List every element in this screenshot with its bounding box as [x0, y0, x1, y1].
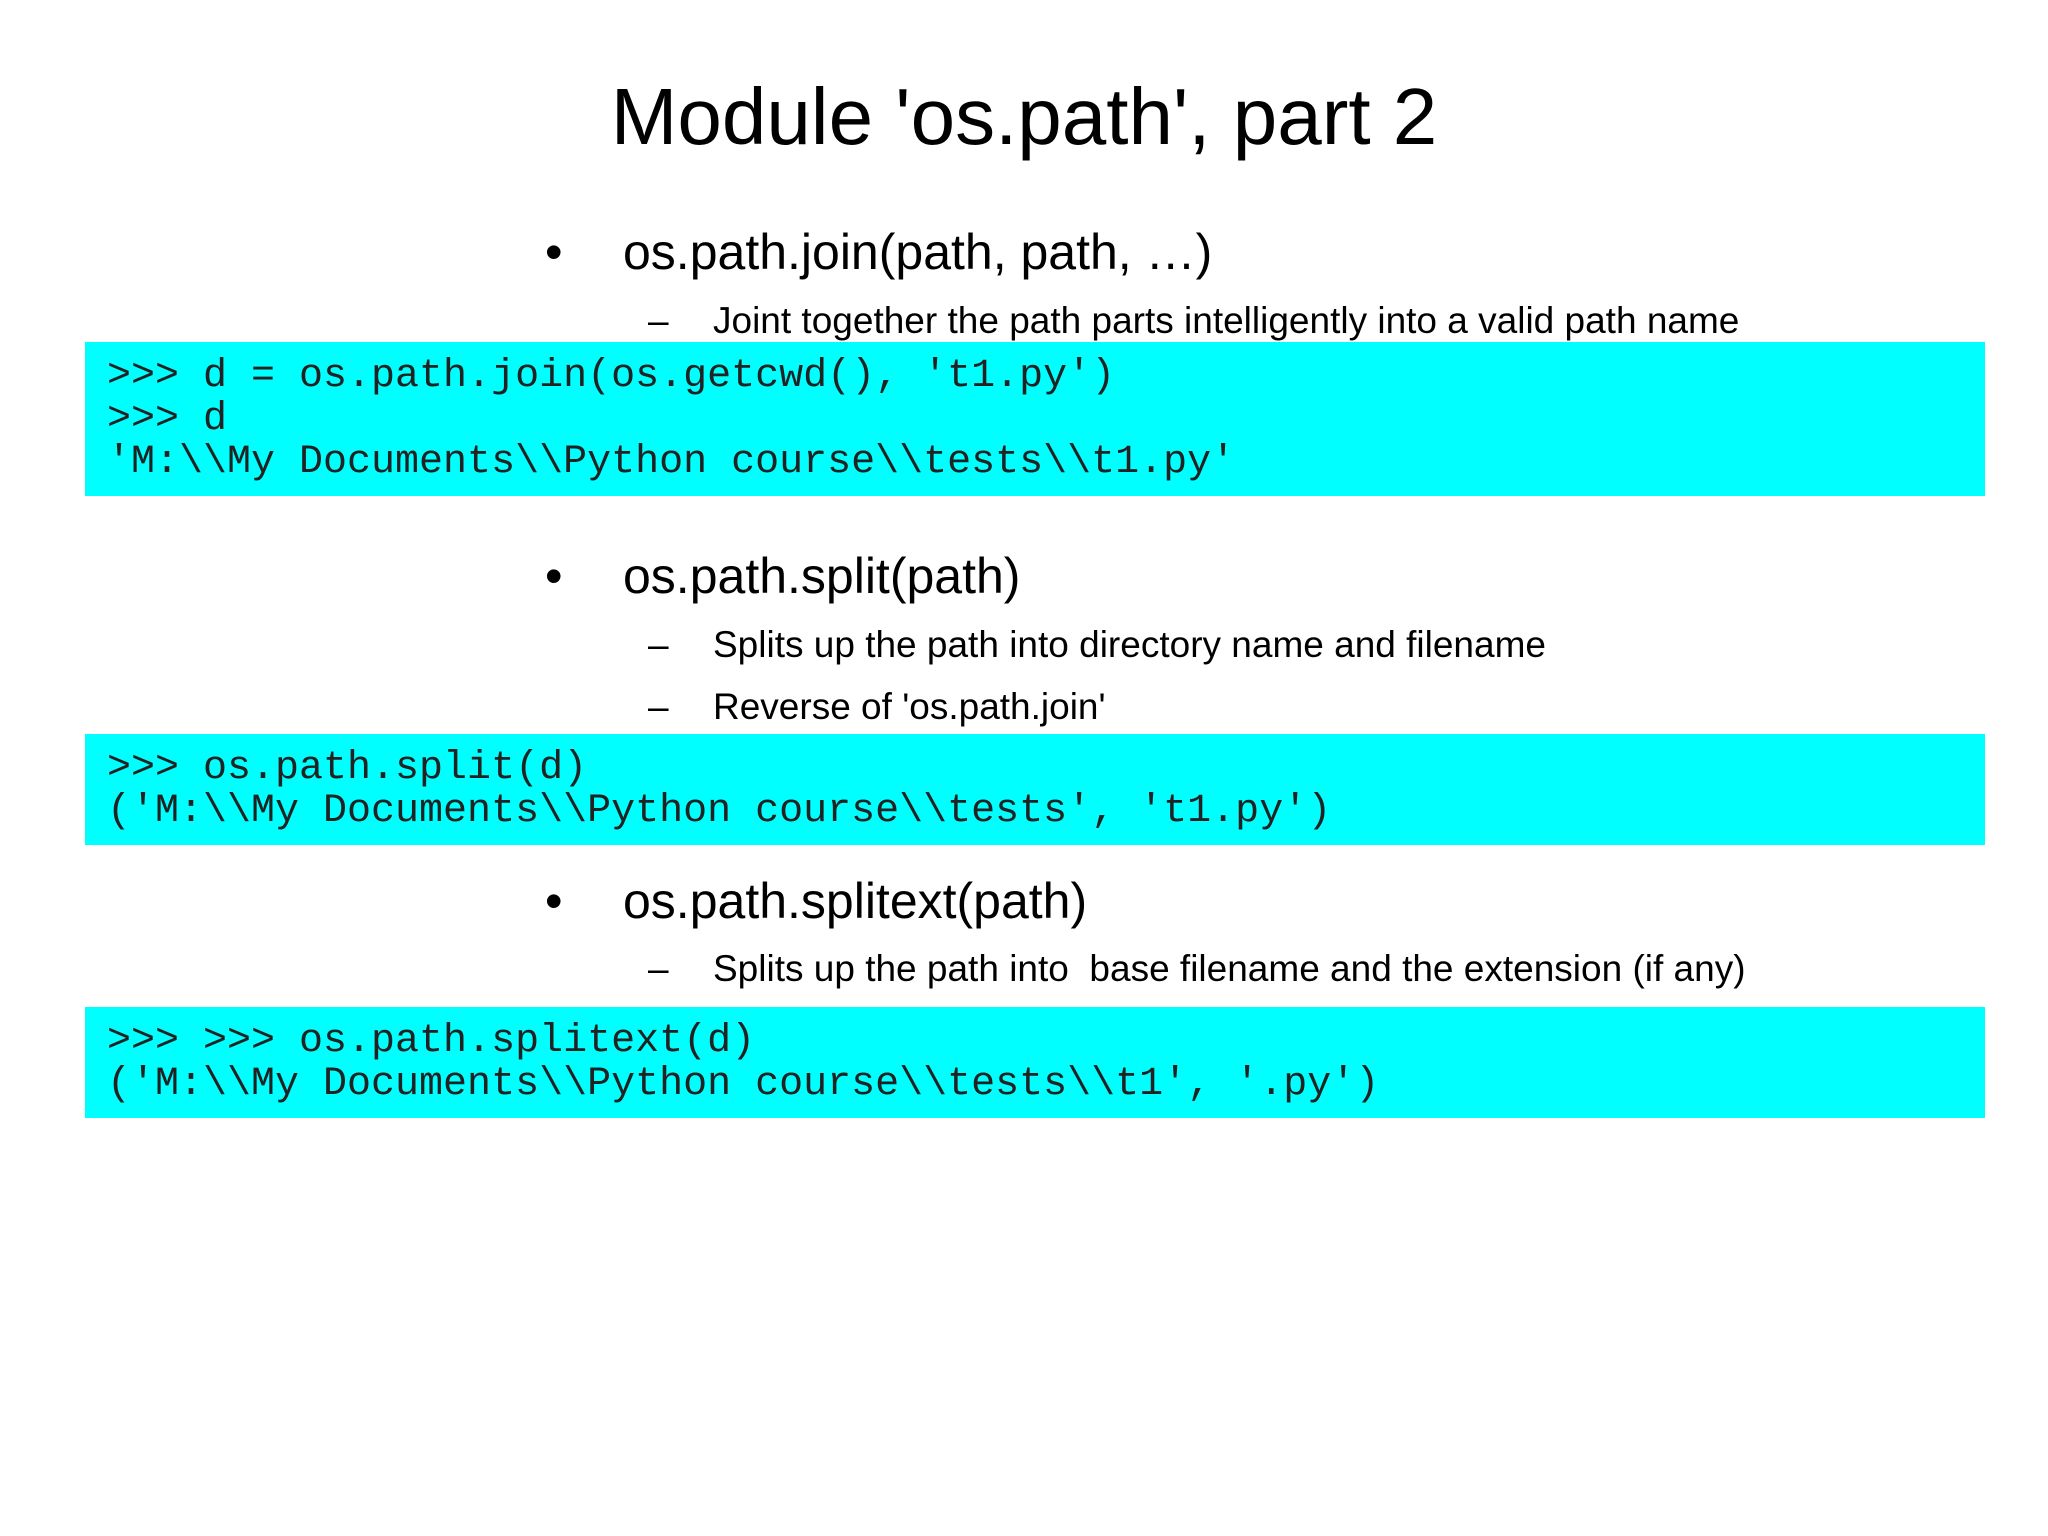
sub-join-desc: Joint together the path parts intelligen… [713, 300, 1740, 341]
bullet-icon: • [545, 873, 563, 929]
dash-icon: – [648, 686, 669, 727]
bullet-splitext: os.path.splitext(path) [623, 873, 1088, 929]
code-block-split: >>> os.path.split(d) ('M:\\My Documents\… [85, 734, 1985, 845]
dash-icon: – [648, 624, 669, 665]
sub-splitext-desc: Splits up the path into base filename an… [713, 948, 1746, 989]
dash-icon: – [648, 948, 669, 989]
bullet-icon: • [545, 548, 563, 604]
code-line: >>> d [107, 397, 228, 442]
code-block-splitext: >>> >>> os.path.splitext(d) ('M:\\My Doc… [85, 1007, 1985, 1118]
code-line: >>> >>> os.path.splitext(d) [107, 1019, 756, 1064]
code-block-join: >>> d = os.path.join(os.getcwd(), 't1.py… [85, 342, 1985, 496]
bullet-split: os.path.split(path) [623, 548, 1021, 604]
sub-split-reverse: Reverse of 'os.path.join' [713, 686, 1106, 727]
dash-icon: – [648, 300, 669, 341]
sub-split-desc: Splits up the path into directory name a… [713, 624, 1546, 665]
code-line: 'M:\\My Documents\\Python course\\tests\… [107, 440, 1236, 485]
code-line: ('M:\\My Documents\\Python course\\tests… [107, 1062, 1380, 1107]
code-line: >>> os.path.split(d) [107, 746, 588, 791]
bullet-icon: • [545, 224, 563, 280]
code-line: >>> d = os.path.join(os.getcwd(), 't1.py… [107, 354, 1116, 399]
bullet-join: os.path.join(path, path, …) [623, 224, 1213, 280]
code-line: ('M:\\My Documents\\Python course\\tests… [107, 789, 1332, 834]
slide-title: Module 'os.path', part 2 [610, 72, 1438, 161]
